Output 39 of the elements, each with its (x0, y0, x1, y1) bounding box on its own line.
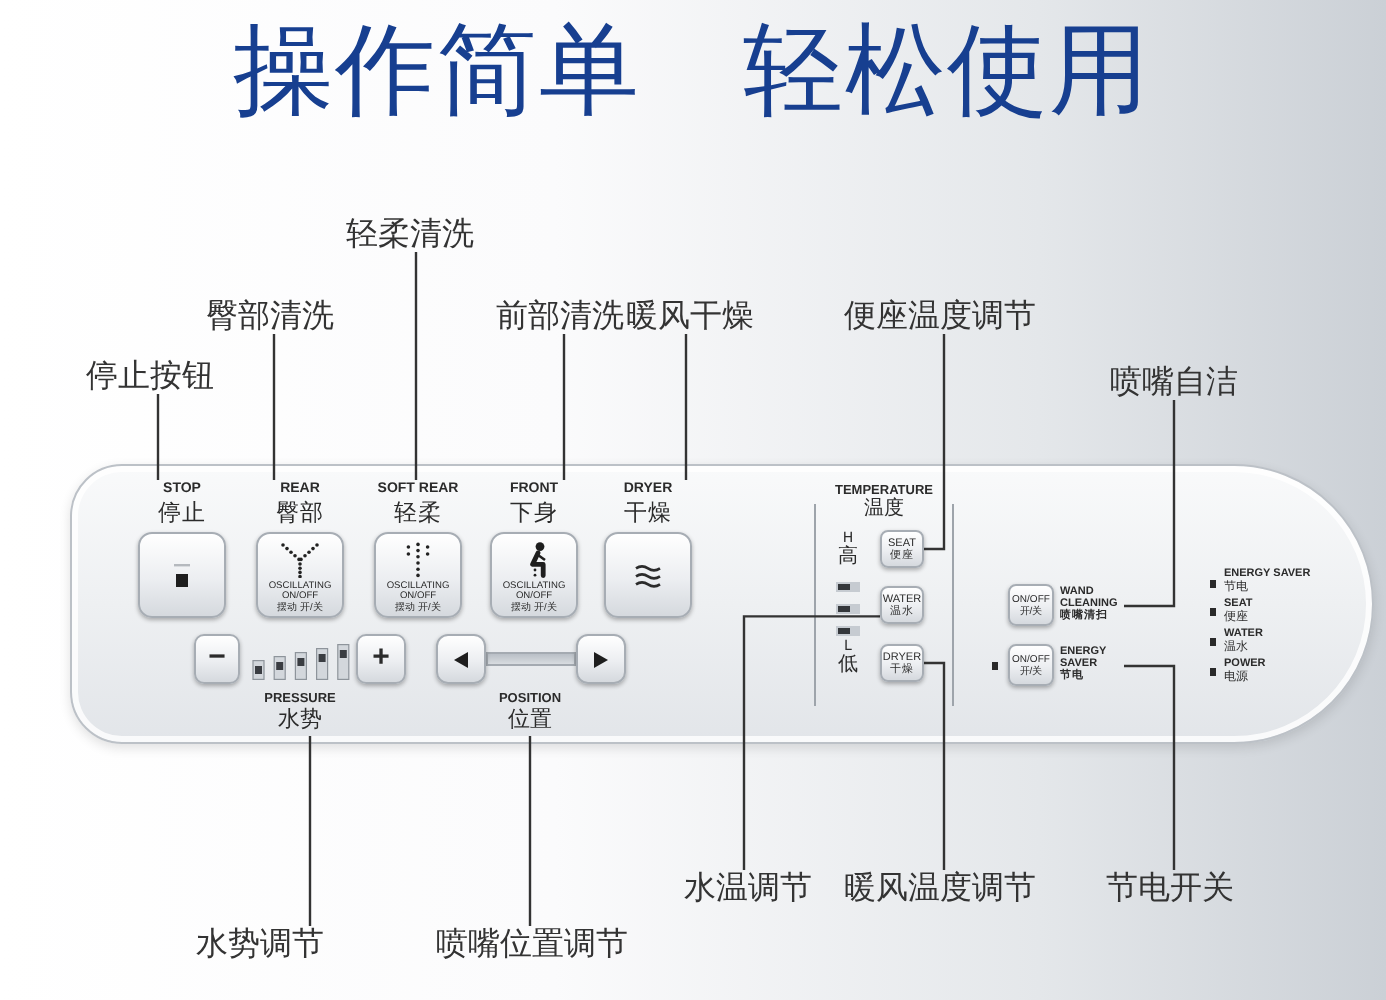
leader-line (562, 334, 566, 480)
callout-label: 前部清洗 (496, 298, 624, 334)
callout-label: 水温调节 (684, 870, 812, 906)
leader-line (684, 334, 688, 480)
leader-line (414, 252, 418, 480)
panel-label: 高 (838, 548, 858, 569)
callout-label: 喷嘴自洁 (1110, 364, 1238, 400)
panel-label: 低 (838, 656, 858, 677)
callout-label: 节电开关 (1106, 870, 1234, 906)
callout-label: 便座温度调节 (844, 298, 1036, 334)
plus-button: + (356, 634, 406, 684)
right-arrow-button (576, 634, 626, 684)
minus-button: − (194, 634, 240, 684)
button-label: 停止 (158, 500, 206, 526)
callout-label: 臀部清洗 (206, 298, 334, 334)
button-label: 下身 (510, 500, 558, 526)
button-label: 臀部 (276, 500, 324, 526)
callout-label: 暖风干燥 (626, 298, 754, 334)
callout-label: 轻柔清洗 (346, 216, 474, 252)
leader-line (528, 736, 532, 926)
callout-label: 停止按钮 (86, 358, 214, 394)
leader-line (924, 661, 946, 870)
button-label: 轻柔 (394, 500, 442, 526)
panel-label: 位置 (508, 708, 552, 733)
panel-label: 温度 (864, 500, 904, 521)
panel-label: 水势 (278, 708, 322, 733)
leader-line (156, 394, 160, 480)
leader-line (742, 615, 880, 870)
leader-line (1124, 400, 1176, 608)
left-arrow-button (436, 634, 486, 684)
leader-line (1124, 664, 1176, 870)
button-label: 干燥 (624, 500, 672, 526)
leader-line (272, 334, 276, 480)
callout-label: 暖风温度调节 (844, 870, 1036, 906)
title: 操作简单 轻松使用 (233, 10, 1151, 132)
leader-line (924, 334, 946, 551)
leader-line (308, 736, 312, 926)
callout-label: 水势调节 (196, 926, 324, 962)
callout-label: 喷嘴位置调节 (436, 926, 628, 962)
